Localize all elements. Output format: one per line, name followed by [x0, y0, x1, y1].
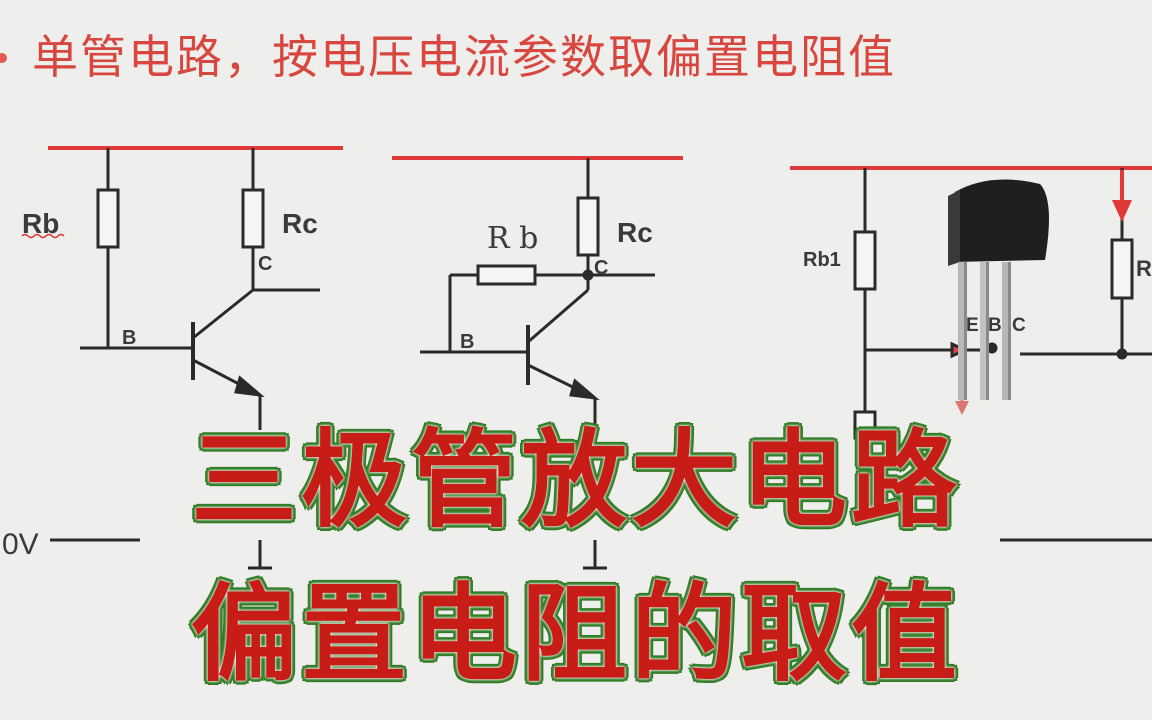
- resistor-rc-1: [241, 188, 265, 249]
- label-rc-3: Rc: [1136, 256, 1152, 281]
- junction-c-3: [1116, 348, 1128, 360]
- label-rb1-3: Rb1: [803, 249, 841, 271]
- caption-line-2: 偏置电阻的取值: [189, 573, 961, 696]
- transistor-photo: [948, 179, 1049, 400]
- label-rc-2: Rc: [617, 217, 653, 248]
- label-b-3: B: [988, 315, 1002, 336]
- emitter-arrow-1: [234, 375, 265, 398]
- label-c-1: C: [258, 253, 273, 275]
- label-e-3: E: [966, 315, 979, 336]
- circuit-3: [790, 166, 1152, 542]
- label-b-1: B: [122, 327, 137, 349]
- label-rb-1: Rb: [22, 208, 60, 239]
- label-c-3: C: [1012, 315, 1026, 336]
- spellcheck-underline: [21, 233, 65, 239]
- circuit-2: [392, 156, 683, 570]
- slide-marker: [0, 53, 7, 63]
- resistor-rb-1: [96, 188, 120, 249]
- label-b-2: B: [460, 331, 475, 353]
- label-rc-1: Rc: [282, 208, 318, 239]
- slide-title: 单管电路，按电压电流参数取偏置电阻值: [32, 30, 896, 84]
- caption-line-1: 三极管放大电路: [189, 419, 961, 542]
- circuit-1: [21, 146, 343, 570]
- label-0v: 0V: [2, 528, 39, 561]
- resistor-rb1-3: [853, 230, 877, 291]
- emitter-arrow-2: [569, 378, 600, 401]
- resistor-rb-2: [476, 264, 537, 286]
- resistor-rc-3: [1110, 238, 1134, 300]
- label-c-2: C: [594, 257, 609, 279]
- junction-b-3: [986, 342, 998, 354]
- label-rb-2: R b: [487, 221, 539, 256]
- resistor-rc-2: [576, 196, 600, 257]
- resistor-rb2-3: [853, 410, 877, 440]
